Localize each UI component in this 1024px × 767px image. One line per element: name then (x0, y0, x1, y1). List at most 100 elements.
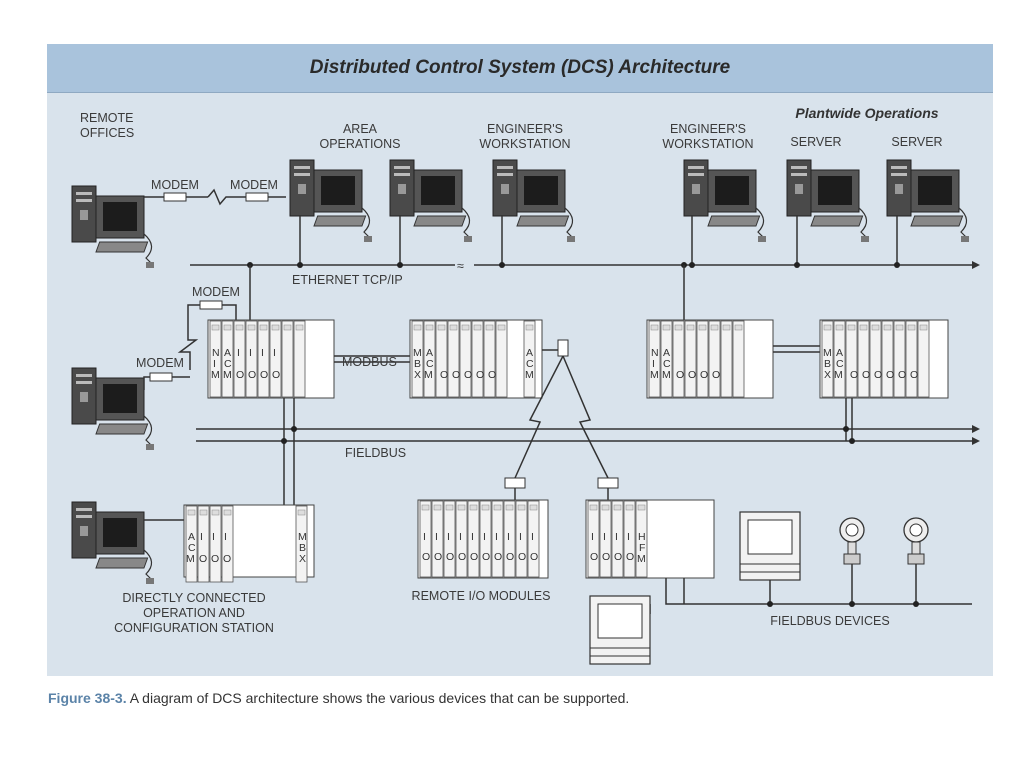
remote-io-rack: IO IO IO IO IO IO IO IO IO IO (417, 499, 549, 579)
remote-offices-label: REMOTE (80, 111, 133, 125)
svg-text:O: O (452, 369, 460, 381)
svg-text:C: C (526, 358, 534, 370)
svg-text:M: M (650, 369, 659, 381)
svg-text:M: M (298, 531, 307, 543)
direct-station-rack: ACM IO IO IO MBX (183, 504, 315, 583)
svg-text:I: I (249, 347, 252, 359)
svg-text:O: O (223, 553, 231, 565)
svg-text:I: I (652, 358, 655, 370)
svg-text:I: I (237, 347, 240, 359)
svg-text:O: O (494, 551, 502, 563)
svg-text:I: I (495, 531, 498, 543)
svg-text:O: O (248, 369, 256, 381)
modem-box-2 (245, 192, 269, 202)
svg-text:M: M (525, 369, 534, 381)
svg-text:O: O (614, 551, 622, 563)
engineer-workstation-label-2: WORKSTATION (479, 137, 570, 151)
svg-text:I: I (200, 531, 203, 543)
svg-text:O: O (470, 551, 478, 563)
direct-station-label-3: CONFIGURATION STATION (114, 621, 274, 635)
fieldbus-devices-label: FIELDBUS DEVICES (770, 614, 889, 628)
svg-text:O: O (211, 553, 219, 565)
svg-text:M: M (637, 553, 646, 565)
server-computer-1 (786, 159, 870, 243)
area-operations-label-2: OPERATIONS (319, 137, 400, 151)
svg-text:O: O (476, 369, 484, 381)
svg-text:O: O (199, 553, 207, 565)
caption-text: A diagram of DCS architecture shows the … (126, 690, 630, 706)
svg-text:I: I (603, 531, 606, 543)
svg-text:C: C (663, 358, 671, 370)
svg-text:M: M (413, 347, 422, 359)
svg-text:O: O (626, 551, 634, 563)
svg-text:O: O (862, 369, 870, 381)
svg-text:F: F (639, 542, 645, 554)
svg-text:A: A (663, 347, 670, 359)
svg-text:O: O (676, 369, 684, 381)
svg-text:M: M (223, 369, 232, 381)
area-operations-label: AREA (343, 122, 378, 136)
svg-text:B: B (824, 358, 831, 370)
svg-text:O: O (712, 369, 720, 381)
svg-text:I: I (471, 531, 474, 543)
svg-text:O: O (464, 369, 472, 381)
direct-station-label: DIRECTLY CONNECTED (122, 591, 265, 605)
svg-text:H: H (638, 531, 646, 543)
remote-offices-label-2: OFFICES (80, 126, 134, 140)
svg-text:I: I (261, 347, 264, 359)
operator-monitor (589, 595, 651, 665)
svg-text:O: O (434, 551, 442, 563)
remote-office-computer (71, 185, 155, 269)
figure-number: Figure 38-3. (48, 690, 127, 706)
svg-text:A: A (526, 347, 533, 359)
svg-text:O: O (272, 369, 280, 381)
svg-text:O: O (886, 369, 894, 381)
modem-label-3: MODEM (192, 285, 240, 299)
svg-text:O: O (910, 369, 918, 381)
svg-text:O: O (260, 369, 268, 381)
controller-rack-1: NIM ACM IO IO IO IO (207, 319, 335, 399)
engineer-workstation-computer-b (492, 159, 576, 243)
svg-text:≈: ≈ (457, 259, 464, 273)
engineer-workstation-2-label-2: WORKSTATION (662, 137, 753, 151)
svg-text:O: O (898, 369, 906, 381)
svg-text:O: O (602, 551, 610, 563)
fieldbus-interface-rack: IO IO IO IO HFM (585, 499, 715, 579)
modem-label-4: MODEM (136, 356, 184, 370)
svg-text:A: A (836, 347, 843, 359)
modbus-label: MODBUS (342, 355, 397, 369)
modem-connected-computer (71, 367, 155, 451)
fieldbus-transmitter-1 (839, 517, 865, 565)
svg-text:O: O (482, 551, 490, 563)
remote-io-label: REMOTE I/O MODULES (412, 589, 551, 603)
area-operations-computer (289, 159, 373, 243)
svg-text:B: B (414, 358, 421, 370)
engineer-workstation-2-label: ENGINEER'S (670, 122, 746, 136)
svg-text:I: I (447, 531, 450, 543)
svg-text:I: I (591, 531, 594, 543)
svg-text:C: C (836, 358, 844, 370)
svg-text:I: I (459, 531, 462, 543)
svg-text:O: O (688, 369, 696, 381)
svg-text:I: I (627, 531, 630, 543)
svg-text:N: N (651, 347, 659, 359)
svg-text:M: M (823, 347, 832, 359)
svg-text:M: M (186, 553, 195, 565)
svg-text:I: I (615, 531, 618, 543)
svg-text:A: A (188, 531, 195, 543)
svg-text:O: O (874, 369, 882, 381)
title-bar: Distributed Control System (DCS) Archite… (47, 44, 993, 93)
svg-text:X: X (299, 553, 306, 565)
svg-text:N: N (212, 347, 220, 359)
svg-text:X: X (824, 369, 831, 381)
fieldbus-monitor (739, 511, 801, 581)
svg-text:B: B (299, 542, 306, 554)
svg-text:I: I (519, 531, 522, 543)
svg-text:O: O (488, 369, 496, 381)
svg-text:O: O (506, 551, 514, 563)
svg-text:O: O (700, 369, 708, 381)
server-label-2: SERVER (891, 135, 942, 149)
